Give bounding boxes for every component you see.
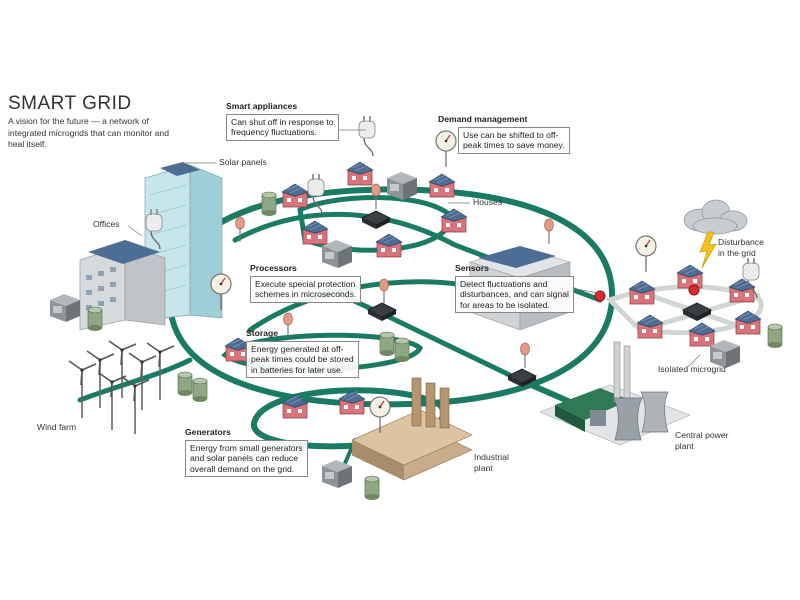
house-icon [728, 278, 756, 303]
callout-text: Detect fluctuations and disturbances, an… [455, 275, 574, 313]
house-icon [676, 264, 704, 289]
office-solar-panels [88, 240, 160, 264]
sensor-pin-icon [519, 342, 531, 369]
sensor-building-panels [478, 246, 556, 268]
factory-chimney-1 [411, 377, 422, 427]
wind-turbine-icon [146, 342, 175, 401]
battery-tank-icon [364, 475, 380, 501]
wind-turbine-icon [68, 360, 97, 419]
industrial-plant [351, 377, 473, 481]
cooling-tower-2 [640, 391, 669, 433]
house-icon [375, 233, 403, 258]
stack-2 [623, 345, 631, 403]
tower-side [189, 164, 223, 319]
battery-tank-icon [261, 191, 277, 217]
battery-tank-icon [177, 371, 193, 397]
label-houses: Houses [473, 197, 503, 207]
tower-solar-panels [160, 162, 200, 176]
callout-text: Execute special protection schemes in mi… [250, 275, 362, 303]
central-power-plant [539, 341, 691, 446]
house-icon [338, 390, 366, 415]
callout-text: Use can be shifted to off- peak times to… [458, 126, 570, 154]
plant-hall-side [555, 405, 585, 432]
callout-title: Demand management [438, 114, 528, 124]
battery-tank-icon [87, 306, 103, 332]
house-icon [301, 220, 329, 245]
label-wind-farm: Wind farm [37, 422, 77, 432]
label-isolated-microgrid: Isolated microgrid [658, 364, 726, 374]
factory-chimney-2 [425, 382, 436, 428]
label-central-power-plant: Central power plant [675, 430, 729, 451]
callout-text: Can shut off in response to frequency fl… [226, 113, 339, 141]
battery-tank-icon [394, 337, 410, 363]
generator-icon [50, 294, 80, 322]
alert-sensor-icon [688, 284, 700, 296]
label-offices: Offices [93, 219, 120, 229]
page-title: SMART GRID [8, 93, 132, 114]
callout-demand-management: Demand management Use can be shifted to … [438, 114, 570, 154]
callout-title: Processors [250, 263, 297, 273]
house-icon [428, 173, 456, 198]
alert-sensor-icon [594, 290, 606, 302]
battery-tank-icon [379, 331, 395, 357]
callout-text: Energy from small generators and solar p… [185, 439, 308, 477]
battery-tank-icon [192, 377, 208, 403]
callout-smart-appliances: Smart appliances Can shut off in respons… [226, 101, 339, 141]
generator-icon [322, 460, 352, 488]
house-icon [628, 280, 656, 305]
meter-gauge-icon [635, 235, 657, 273]
callout-processors: Processors Execute special protection sc… [250, 263, 362, 303]
battery-tank-icon [767, 323, 783, 349]
callout-generators: Generators Energy from small generators … [185, 427, 308, 477]
factory-front [352, 440, 404, 480]
page-subtitle: A vision for the future — a network of i… [8, 116, 169, 149]
smart-plug-icon [358, 115, 376, 157]
factory-chimney-3 [439, 387, 450, 429]
transformer [590, 410, 606, 426]
cooling-tower-1 [613, 397, 643, 441]
sensors [234, 183, 700, 369]
storm-cloud-icon [683, 199, 748, 235]
sensor-pin-icon [378, 278, 390, 305]
label-disturbance: Disturbance in the grid [718, 237, 764, 258]
grid-line-wind-farm [77, 357, 193, 403]
house-icon [688, 322, 716, 347]
callout-storage: Storage Energy generated at off- peak ti… [246, 328, 359, 378]
label-industrial-plant: Industrial plant [474, 452, 509, 473]
grid-disturbance [683, 199, 748, 269]
callout-text: Energy generated at off- peak times coul… [246, 340, 359, 378]
lightning-bolt-icon [699, 231, 717, 269]
plant-hall [555, 388, 630, 420]
house-icon [346, 161, 374, 186]
wind-turbine-icon [86, 350, 115, 409]
callout-title: Smart appliances [226, 101, 298, 111]
label-solar-panels: Solar panels [219, 157, 267, 167]
callout-sensors: Sensors Detect fluctuations and disturba… [455, 263, 574, 313]
house-icon [281, 183, 309, 208]
stack-1 [613, 341, 621, 403]
office-windows [86, 267, 116, 310]
callout-title: Generators [185, 427, 231, 437]
callout-title: Storage [246, 328, 278, 338]
callout-title: Sensors [455, 263, 489, 273]
sensor-pin-icon [543, 218, 555, 245]
house-icon [636, 314, 664, 339]
wind-farm [68, 340, 175, 435]
